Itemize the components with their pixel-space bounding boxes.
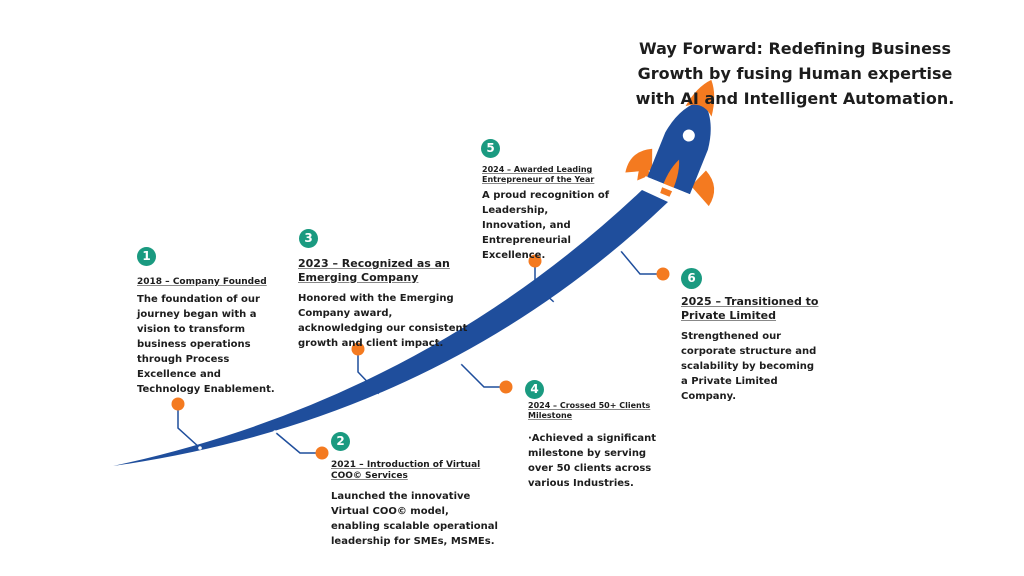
milestone-5: 2024 – Awarded Leading Entrepreneur of t…: [482, 165, 612, 263]
milestone-badge-3: 3: [299, 229, 318, 248]
milestone-heading: 2025 – Transitioned to Private Limited: [681, 295, 819, 322]
connector-nodes: [171, 254, 670, 460]
milestone-badge-1: 1: [137, 247, 156, 266]
timeline-path: [113, 190, 668, 466]
milestone-text: Strengthened our corporate structure and…: [681, 330, 817, 402]
milestone-heading: 2023 – Recognized as an Emerging Company: [298, 257, 450, 284]
milestone-4: 2024 – Crossed 50+ Clients Milestone ·Ac…: [528, 401, 668, 491]
page-title: Way Forward: Redefining Business Growth …: [635, 39, 955, 108]
connectors: [177, 249, 663, 454]
milestone-text: The foundation of our journey began with…: [137, 294, 275, 396]
path-dots: [198, 248, 622, 450]
milestone-text: Honored with the Emerging Company award,…: [298, 292, 468, 349]
milestone-heading: 2021 – Introduction of Virtual COO© Serv…: [331, 460, 481, 482]
milestone-badge-6: 6: [681, 268, 702, 289]
milestone-1: 2018 – Company Founded The foundation of…: [137, 277, 287, 397]
milestone-heading: 2024 – Awarded Leading Entrepreneur of t…: [482, 165, 595, 184]
milestone-text: A proud recognition of Leadership, Innov…: [482, 190, 610, 261]
milestone-2: 2021 – Introduction of Virtual COO© Serv…: [331, 460, 501, 549]
milestone-badge-2: 2: [331, 432, 350, 451]
milestone-text: ·Achieved a significant milestone by ser…: [528, 433, 657, 489]
milestone-heading: 2024 – Crossed 50+ Clients Milestone: [528, 401, 651, 420]
milestone-heading: 2018 – Company Founded: [137, 277, 267, 287]
rocket-icon: [625, 79, 715, 207]
milestone-6: 2025 – Transitioned to Private Limited S…: [681, 295, 821, 404]
milestone-3: 2023 – Recognized as an Emerging Company…: [298, 257, 468, 351]
milestone-badge-5: 5: [481, 139, 500, 158]
milestone-badge-4: 4: [525, 380, 544, 399]
milestone-text: Launched the innovative Virtual COO© mod…: [331, 490, 498, 547]
